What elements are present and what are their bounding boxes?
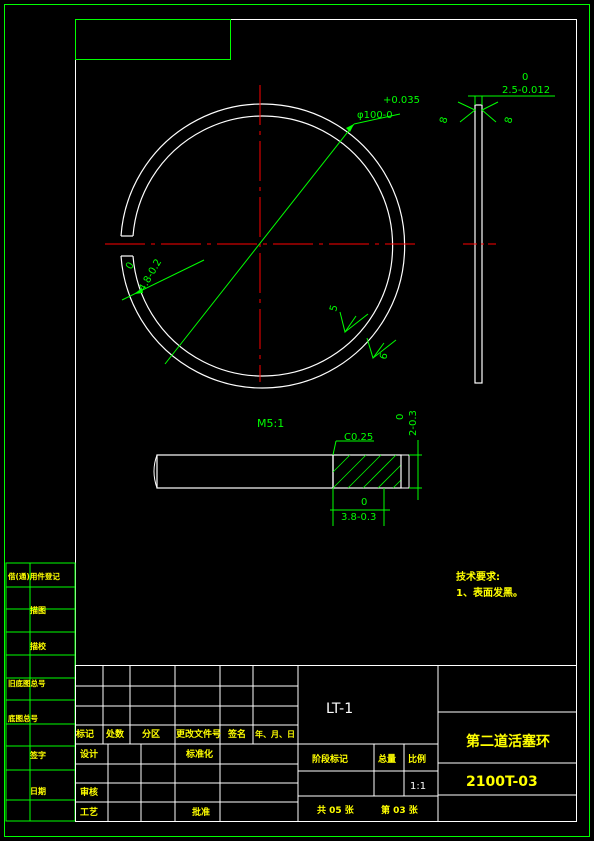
section-chamfer-step bbox=[400, 454, 410, 489]
section-break bbox=[153, 454, 158, 489]
side-row-5: 签字 bbox=[29, 750, 46, 760]
ring-inner-edge bbox=[120, 103, 406, 389]
roughness-symbol-6 bbox=[366, 337, 397, 360]
section-outline bbox=[156, 454, 334, 489]
label-approve: 批准 bbox=[192, 806, 210, 818]
label-stage-mark: 阶段标记 bbox=[312, 753, 348, 765]
rev-header-date: 年、月、日 bbox=[255, 729, 295, 739]
rough-label-5: 5 bbox=[328, 304, 340, 313]
side-row-1: 描图 bbox=[30, 605, 46, 615]
top-left-box bbox=[75, 19, 231, 60]
label-scale: 比例 bbox=[408, 753, 426, 765]
label-review: 审核 bbox=[80, 786, 98, 798]
ring-outer-edge bbox=[132, 115, 394, 377]
chamfer-label: C0.25 bbox=[344, 432, 373, 443]
title-block bbox=[75, 665, 577, 822]
rev-header-sign: 签名 bbox=[227, 728, 246, 740]
tech-req-title: 技术要求: bbox=[456, 570, 500, 583]
rough-label-8a: 8 bbox=[438, 116, 450, 125]
view-scale-label: M5:1 bbox=[257, 417, 284, 430]
diameter-leader bbox=[353, 113, 401, 125]
diameter-arrow bbox=[346, 124, 354, 132]
outer-frame bbox=[4, 4, 590, 837]
side-row-0: 借(通)用件登记 bbox=[7, 571, 60, 581]
side-row-3: 旧底图总号 bbox=[8, 678, 46, 688]
dia-nominal: φ100-0 bbox=[357, 110, 393, 121]
thick-tol-upper: 0 bbox=[395, 414, 406, 420]
section-view bbox=[153, 440, 422, 526]
gap-tol-upper: 0 bbox=[124, 260, 137, 271]
gap-nominal: 4.8-0.2 bbox=[137, 257, 164, 293]
side-row-4: 底图总号 bbox=[8, 713, 38, 723]
ring-front-view bbox=[105, 85, 415, 389]
label-standardize: 标准化 bbox=[185, 748, 213, 760]
sheets-total: 共 05 张 bbox=[317, 804, 355, 816]
dia-tol-upper: +0.035 bbox=[383, 95, 420, 106]
thick-nominal: 2-0.3 bbox=[408, 410, 419, 436]
rev-header-doc: 更改文件号 bbox=[176, 728, 221, 740]
roughness-symbol-8a bbox=[457, 101, 476, 123]
material: LT-1 bbox=[326, 701, 353, 717]
width-nominal: 2.5-0.012 bbox=[502, 85, 550, 96]
depth-nominal: 3.8-0.3 bbox=[341, 512, 376, 523]
rough-label-8b: 8 bbox=[503, 116, 515, 125]
side-row-6: 日期 bbox=[30, 786, 46, 796]
tech-req-item: 1、表面发黑。 bbox=[456, 586, 523, 599]
section-hatching bbox=[332, 454, 402, 489]
rev-header-zone: 分区 bbox=[142, 728, 160, 740]
depth-tol-upper: 0 bbox=[361, 497, 367, 508]
gap-arrow bbox=[134, 288, 143, 294]
rev-header-count: 处数 bbox=[105, 728, 125, 740]
side-table bbox=[5, 562, 76, 822]
diameter-dim-line bbox=[164, 123, 355, 365]
label-weight: 总量 bbox=[378, 753, 396, 765]
label-process: 工艺 bbox=[80, 806, 98, 818]
ring-side-view bbox=[457, 95, 555, 384]
sheet-number: 第 03 张 bbox=[381, 804, 419, 816]
scale-value: 1:1 bbox=[410, 781, 426, 792]
label-design: 设计 bbox=[80, 748, 98, 760]
roughness-symbol-8b bbox=[481, 101, 499, 123]
side-row-2: 描校 bbox=[30, 641, 47, 651]
roughness-symbol-5 bbox=[339, 311, 369, 334]
drawing-number: 2100T-03 bbox=[466, 774, 538, 790]
rough-label-6: 6 bbox=[378, 352, 390, 361]
part-name: 第二道活塞环 bbox=[466, 733, 550, 750]
width-tol-upper: 0 bbox=[522, 72, 528, 83]
rev-header-mark: 标记 bbox=[75, 728, 94, 740]
